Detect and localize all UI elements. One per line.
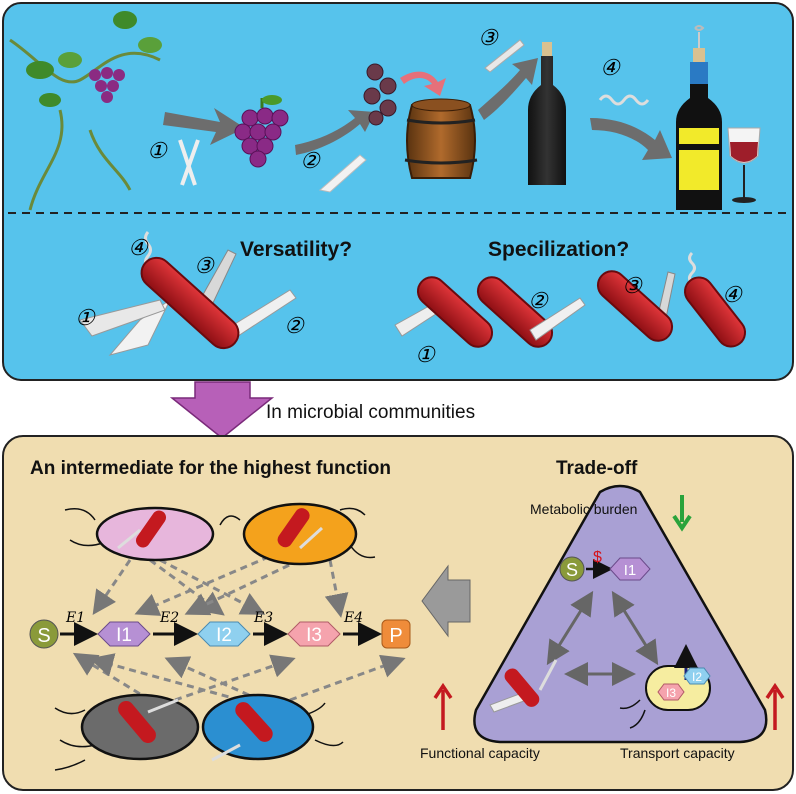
transition-label: In microbial communities	[266, 402, 475, 423]
top-panel: ① ②	[2, 2, 794, 381]
cell-pink	[64, 506, 215, 562]
wine-glass-icon	[727, 127, 761, 203]
functional-capacity-label: Functional capacity	[420, 745, 540, 761]
pathway-node-I2	[197, 621, 251, 647]
process-arrow-4	[590, 118, 672, 160]
tradeoff-node-S-label: S	[566, 560, 578, 580]
special-step-3: ③	[622, 274, 643, 299]
pathway-node-S-label: S	[37, 625, 50, 647]
step-label-2: ②	[300, 149, 321, 174]
pathway-node-P	[381, 619, 411, 649]
grape-cluster-icon	[234, 95, 289, 168]
cell-blue	[201, 693, 344, 762]
enzyme-label-E3: E3	[253, 610, 273, 626]
process-arrow-1	[163, 108, 245, 145]
barrel-icon	[404, 98, 478, 179]
pathway-node-I1	[97, 621, 151, 647]
special-step-4: ④	[722, 283, 743, 308]
opened-wine-bottle-icon	[676, 25, 722, 210]
step-label-3: ③	[478, 26, 499, 51]
cell-gray	[54, 693, 200, 771]
special-step-1: ①	[415, 343, 436, 368]
tradeoff-node-I2-label: I2	[692, 670, 702, 684]
tradeoff-node-I1	[609, 557, 651, 581]
pathway-node-I3-label: I3	[306, 625, 322, 646]
wine-bottle-icon	[528, 42, 566, 185]
enzyme-supply-arrows	[72, 550, 406, 702]
versatile-step-1: ①	[75, 306, 96, 331]
cell-orange	[219, 502, 376, 566]
scissors-icon	[178, 139, 200, 186]
grape-vine-image	[9, 11, 162, 211]
step-label-1: ①	[147, 139, 168, 164]
versatility-label: Versatility?	[240, 238, 352, 261]
file-tool-icon	[484, 39, 525, 73]
crushed-grapes-icon	[363, 63, 397, 126]
pathway-node-I2-label: I2	[216, 625, 232, 646]
tradeoff-node-S	[559, 556, 585, 582]
knife-blade-icon	[318, 154, 367, 193]
pathway-node-S	[29, 619, 59, 649]
pour-arrow	[400, 71, 446, 96]
specialized-knives-image	[394, 251, 747, 348]
enzyme-label-E2: E2	[159, 610, 179, 626]
versatile-step-4: ④	[128, 236, 149, 261]
metabolic-burden-label: Metabolic burden	[530, 501, 637, 517]
specialization-label: Specilization?	[488, 238, 629, 261]
pathway-node-P-label: P	[389, 625, 402, 647]
cost-symbol: $	[593, 549, 602, 566]
versatile-knife-image	[79, 231, 297, 356]
corkscrew-icon	[598, 94, 650, 106]
enzyme-label-E4: E4	[343, 610, 363, 626]
step-label-4: ④	[600, 56, 621, 81]
tradeoff-node-I1-label: I1	[624, 562, 637, 579]
tradeoff-knife-icon	[489, 659, 558, 713]
tradeoff-cell: I2 I3	[619, 644, 711, 729]
pathway-node-I3	[287, 621, 341, 647]
metabolic-pathway: S I1 I2 I3 P E1 E2 E3 E4	[29, 610, 411, 649]
tradeoff-double-arrows	[546, 590, 659, 686]
process-arrow-2	[295, 110, 375, 155]
tradeoff-to-pathway-arrow	[421, 564, 471, 638]
pathway-node-I1-label: I1	[116, 625, 132, 646]
tradeoff-title: Trade-off	[556, 458, 638, 479]
funnel-arrow-icon	[169, 381, 275, 439]
versatile-step-3: ③	[194, 254, 215, 279]
special-step-2: ②	[528, 289, 549, 314]
intermediate-title: An intermediate for the highest function	[30, 458, 391, 479]
bottom-panel: An intermediate for the highest function…	[2, 435, 794, 791]
process-arrow-3	[478, 58, 538, 120]
versatile-step-2: ②	[284, 314, 305, 339]
top-panel-background	[2, 2, 794, 381]
transport-capacity-label: Transport capacity	[620, 745, 735, 761]
enzyme-label-E1: E1	[65, 610, 85, 626]
tradeoff-node-I3-label: I3	[666, 686, 676, 700]
